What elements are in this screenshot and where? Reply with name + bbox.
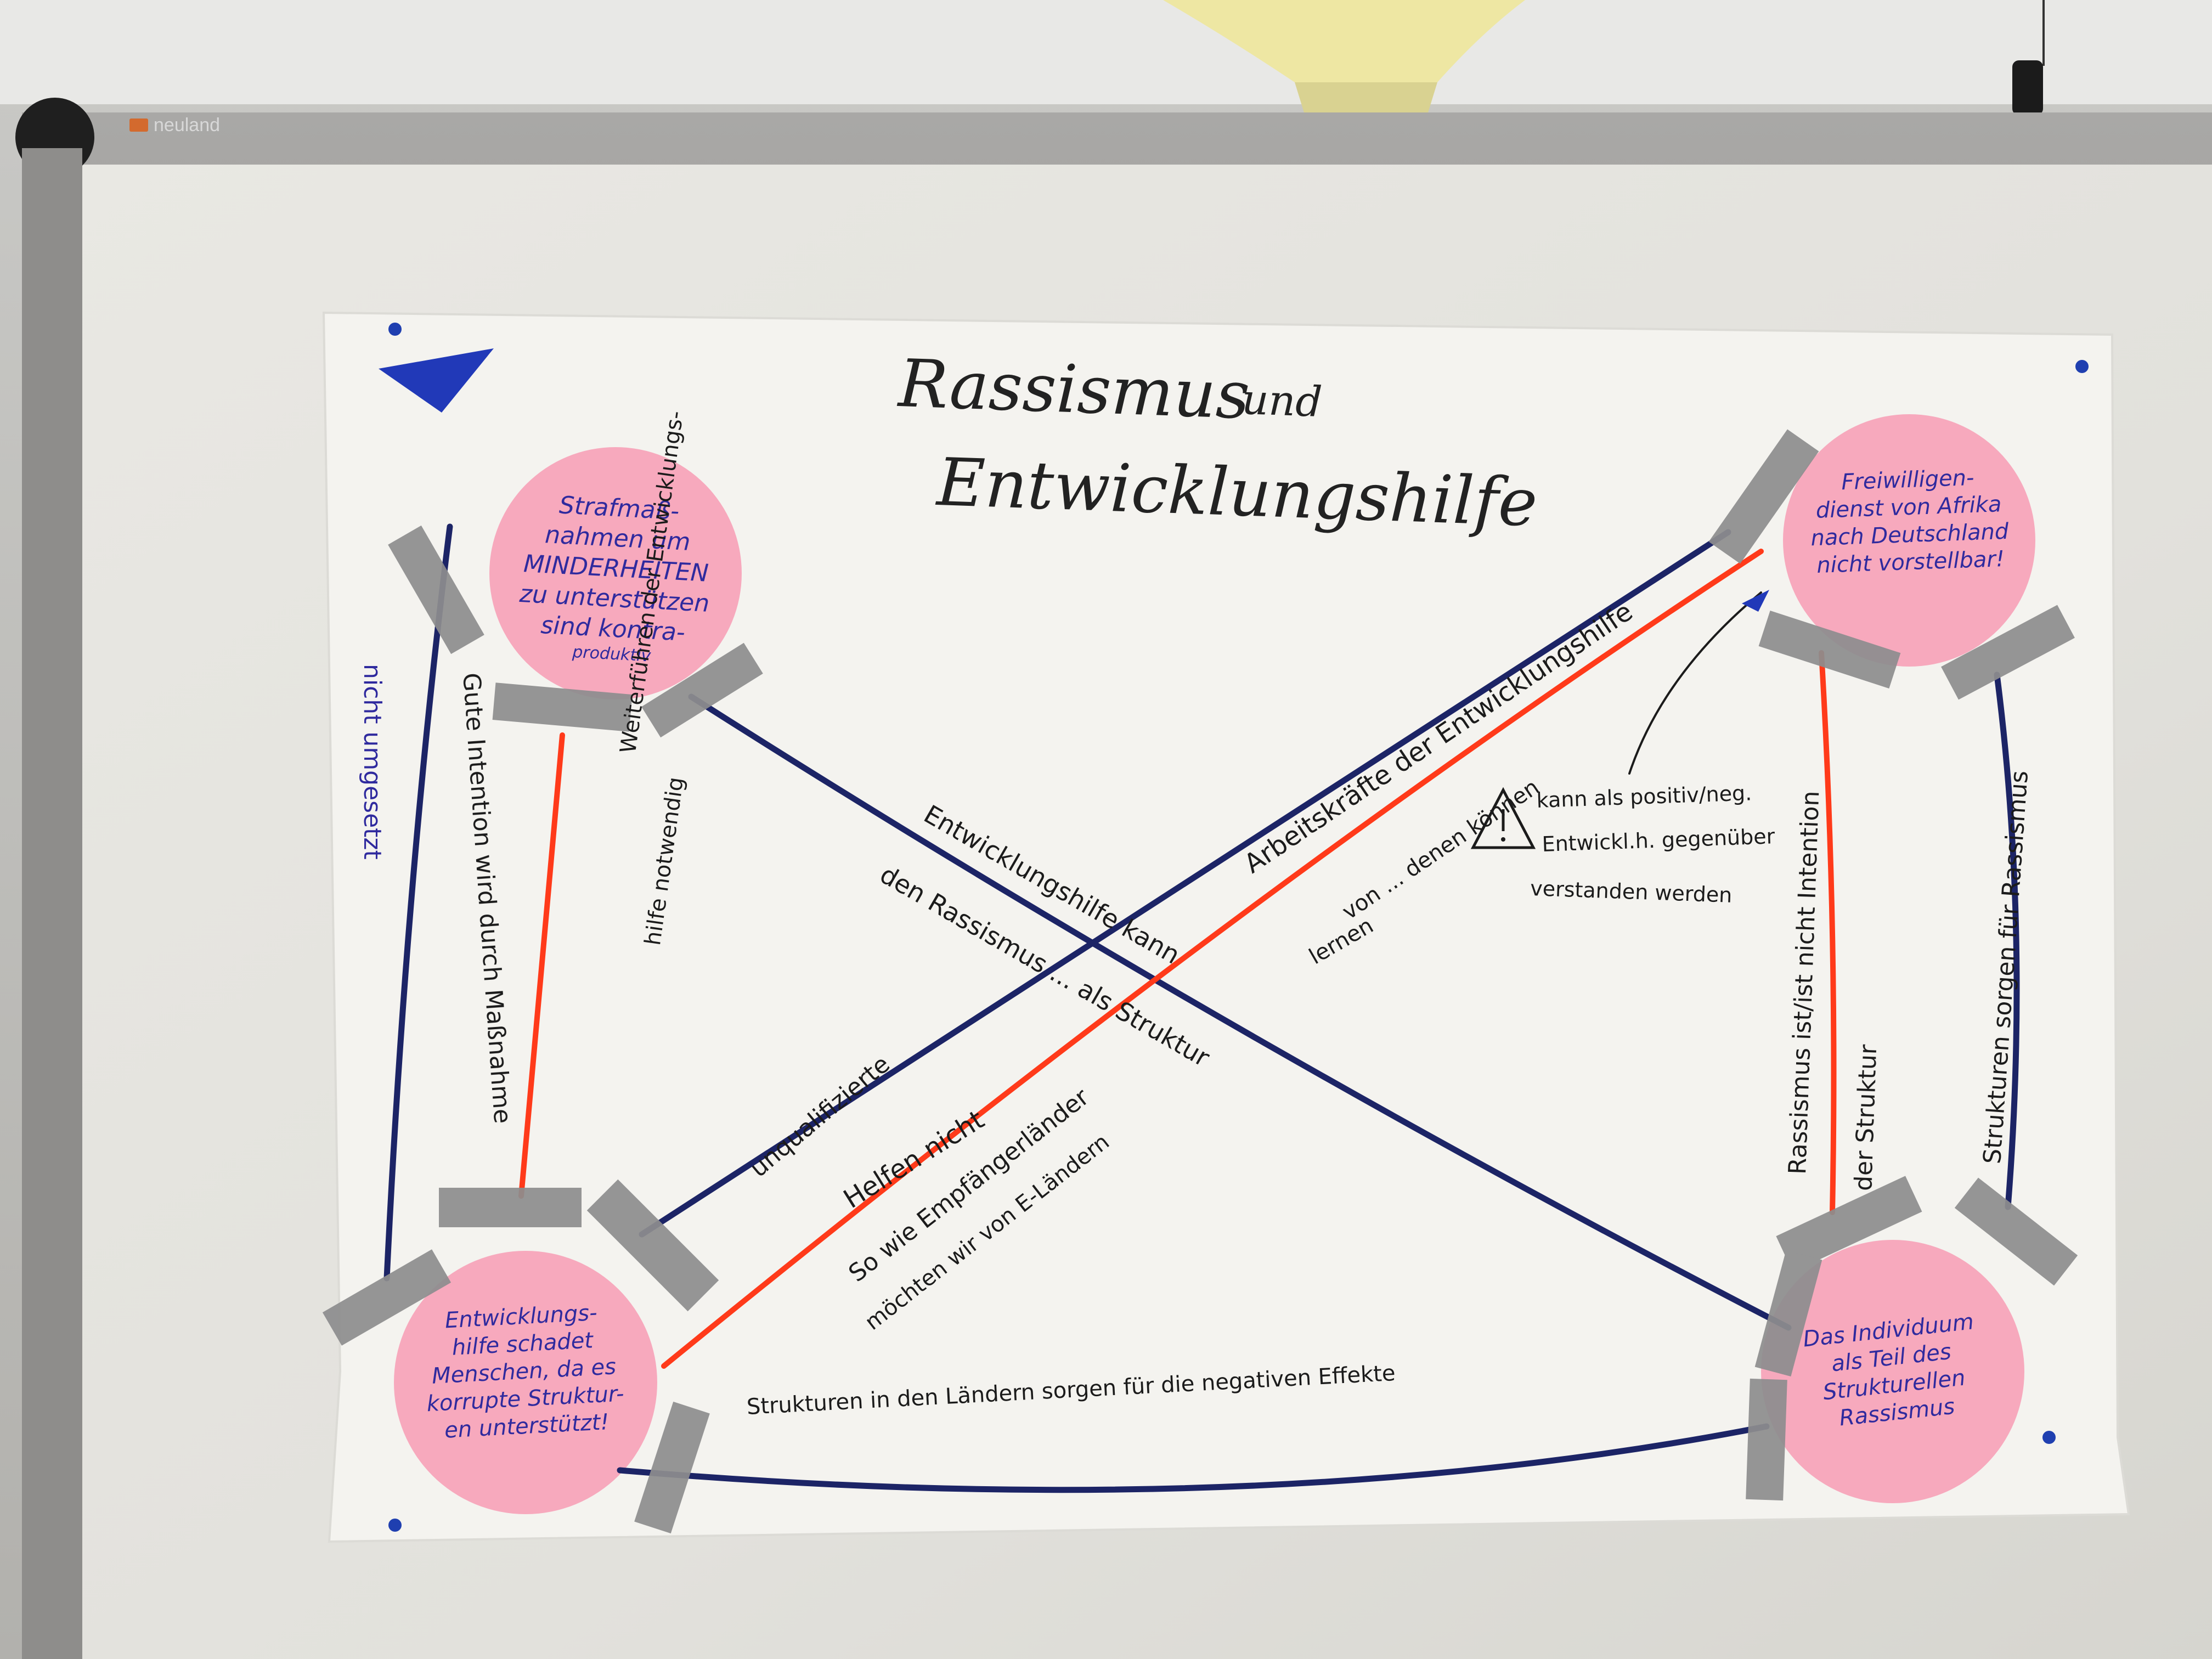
pin-icon: [388, 323, 402, 336]
pin-icon: [388, 1519, 402, 1532]
yarn-blue-diag-up: [639, 529, 1731, 1238]
tape-strip: [1708, 429, 1819, 564]
tape-strip: [492, 682, 633, 732]
yarn-blue-right: [1994, 672, 2020, 1210]
arrow-head-icon: [1742, 590, 1769, 612]
yarn-blue-bottom: [617, 1423, 1770, 1493]
whiteboard-brand-logo: neuland: [129, 113, 272, 137]
circle-bottom-right: [1761, 1240, 2024, 1503]
pin-icon: [2075, 360, 2089, 373]
tape-strip: [586, 1179, 719, 1312]
yarn-red-left: [518, 732, 565, 1199]
brand-mark-icon: [129, 119, 148, 132]
tape-strip: [1954, 1177, 2078, 1286]
tape-strip: [1776, 1176, 1922, 1272]
pin-icon: [2042, 1431, 2056, 1444]
yarn-blue-left: [383, 523, 453, 1282]
yarn-blue-diag-down: [688, 693, 1792, 1331]
tape-strip: [1754, 1250, 1822, 1377]
tape-strip: [641, 642, 763, 738]
yarn-red-diag-up: [661, 549, 1764, 1369]
yarn-red-right: [1819, 650, 1837, 1215]
tape-strip: [388, 525, 484, 654]
annotation-left-outer: nicht umgesetzt: [358, 664, 386, 860]
brand-name: neuland: [154, 114, 221, 136]
tape-strip: [1746, 1378, 1787, 1501]
circle-top-left: [489, 447, 742, 699]
warning-triangle-icon: [1470, 787, 1536, 849]
tape-strip: [439, 1188, 582, 1227]
arrow-pointer-icon: [1628, 591, 1762, 775]
circle-bottom-left: [394, 1251, 657, 1514]
tape-strip: [1758, 611, 1901, 689]
tape-strip: [1941, 605, 2075, 700]
circle-top-right: [1783, 414, 2035, 667]
tape-strip: [634, 1401, 710, 1534]
annotation-right-inner-2: der Struktur: [1849, 1044, 1883, 1192]
triangle-mark-icon: [379, 348, 494, 413]
tape-strip: [322, 1249, 452, 1346]
